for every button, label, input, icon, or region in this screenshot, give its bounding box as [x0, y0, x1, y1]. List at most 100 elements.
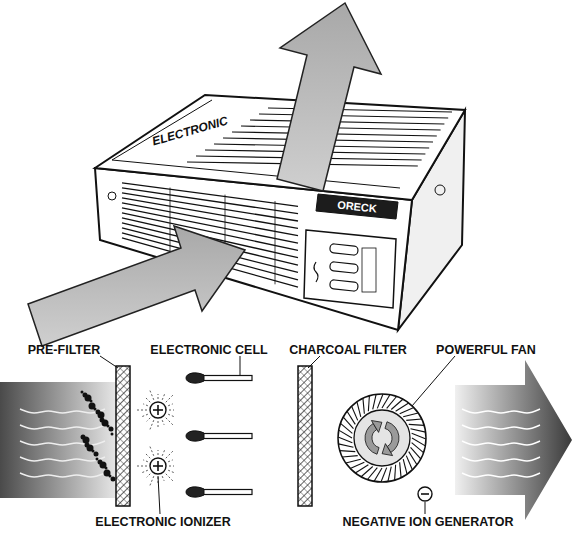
- ion-spark: [158, 394, 159, 399]
- air-wave: [20, 473, 105, 477]
- grille-divider: [275, 201, 276, 284]
- ion-spark: [140, 414, 147, 417]
- fan-blade: [409, 424, 424, 426]
- part-label: POWERFUL FAN: [436, 344, 536, 357]
- air-waves: [20, 409, 105, 477]
- ion-spark: [150, 390, 154, 400]
- fan-hub: [354, 410, 410, 466]
- intake-airflow: [0, 382, 116, 498]
- fan-blade: [411, 429, 426, 432]
- air-in-arrow: [28, 226, 245, 346]
- fan-blade: [394, 465, 396, 480]
- ion-spark: [147, 418, 151, 422]
- fan-blade: [403, 459, 407, 474]
- ion-spark: [166, 450, 174, 458]
- debris-particle: [90, 400, 93, 403]
- ion-spark: [140, 470, 147, 473]
- debris-particle: [109, 475, 112, 478]
- fan-blade: [406, 456, 412, 470]
- ion-spark: [162, 448, 165, 455]
- air-wave: [462, 473, 540, 477]
- grille-divider: [170, 188, 171, 255]
- ionizers: [136, 390, 176, 487]
- ion-spark: [168, 414, 175, 417]
- debris-particle: [92, 450, 95, 453]
- rotation-arrowhead: [371, 421, 382, 433]
- brand-badge: [316, 194, 398, 219]
- debris-particle: [81, 391, 84, 394]
- leader-lines: [100, 356, 455, 514]
- debris-particle: [94, 408, 97, 411]
- fan-housing: [338, 394, 426, 482]
- fan-blade: [412, 433, 426, 439]
- debris-particle: [102, 420, 109, 427]
- vent-slot: [250, 120, 444, 124]
- cell-rod: [200, 490, 252, 495]
- leader-line: [308, 356, 320, 368]
- air-wave: [20, 425, 105, 429]
- leader-line: [425, 502, 426, 514]
- cell-rod: [200, 434, 252, 439]
- air-out-arrow: [277, 3, 381, 191]
- ion-spark: [168, 470, 175, 473]
- leader-line: [240, 356, 241, 376]
- fan-blade: [338, 444, 353, 447]
- fan-blade: [347, 411, 355, 424]
- ion-spark: [168, 404, 173, 406]
- air-wave: [462, 425, 540, 429]
- top-edge-line: [112, 160, 400, 188]
- air-wave: [20, 457, 105, 461]
- ion-spark: [168, 460, 173, 462]
- ion-spark: [169, 466, 174, 467]
- ion-spark: [162, 392, 165, 399]
- leader-line: [100, 356, 118, 368]
- fan-blade: [338, 437, 352, 443]
- debris-particle: [89, 403, 96, 410]
- fan-blade: [368, 396, 370, 411]
- grille-slat: [122, 188, 298, 214]
- cell-tip: [186, 373, 204, 383]
- fan-blade: [406, 419, 421, 420]
- panel-frame: [362, 248, 376, 292]
- part-label: PRE-FILTER: [28, 344, 101, 357]
- control-button: [330, 244, 359, 256]
- ion-spark: [145, 397, 151, 403]
- fan-blade: [403, 413, 418, 417]
- part-label: NEGATIVE ION GENERATOR: [343, 516, 514, 529]
- pre-filter: [116, 366, 130, 506]
- fan-blade: [388, 467, 391, 482]
- side-knob: [435, 185, 445, 195]
- ion-spark: [162, 476, 164, 481]
- debris-particle: [111, 477, 116, 482]
- control-panel: [304, 230, 396, 308]
- fan-blade: [381, 468, 387, 482]
- fan-symbol: [338, 394, 426, 482]
- fan-blade: [342, 456, 357, 457]
- ion-spark: [166, 474, 174, 482]
- vent-slot: [241, 126, 441, 130]
- cell-tip: [186, 431, 204, 441]
- ion-spark: [136, 410, 147, 411]
- debris-particles: [81, 391, 116, 482]
- debris-particle: [109, 427, 114, 432]
- fan-blade: [400, 408, 414, 414]
- ion-spark: [158, 450, 159, 455]
- ion-spark: [150, 476, 154, 486]
- fan-blade: [409, 452, 417, 465]
- part-label: ELECTRONIC IONIZER: [95, 516, 230, 529]
- ion-spark: [166, 418, 174, 426]
- charcoal-filter: [298, 366, 312, 506]
- ionizer-symbol: [150, 402, 166, 418]
- ion-spark: [162, 420, 164, 425]
- ion-spark: [143, 460, 148, 462]
- debris-particle: [104, 470, 111, 477]
- air-wave: [20, 441, 105, 445]
- indicator-light: [108, 192, 116, 200]
- air-waves: [462, 409, 540, 477]
- leader-line: [158, 476, 160, 514]
- debris-particle: [83, 437, 90, 444]
- fan-blade: [357, 402, 361, 417]
- brand-text: ELECTRONIC: [151, 114, 229, 147]
- cell-rod: [200, 376, 252, 381]
